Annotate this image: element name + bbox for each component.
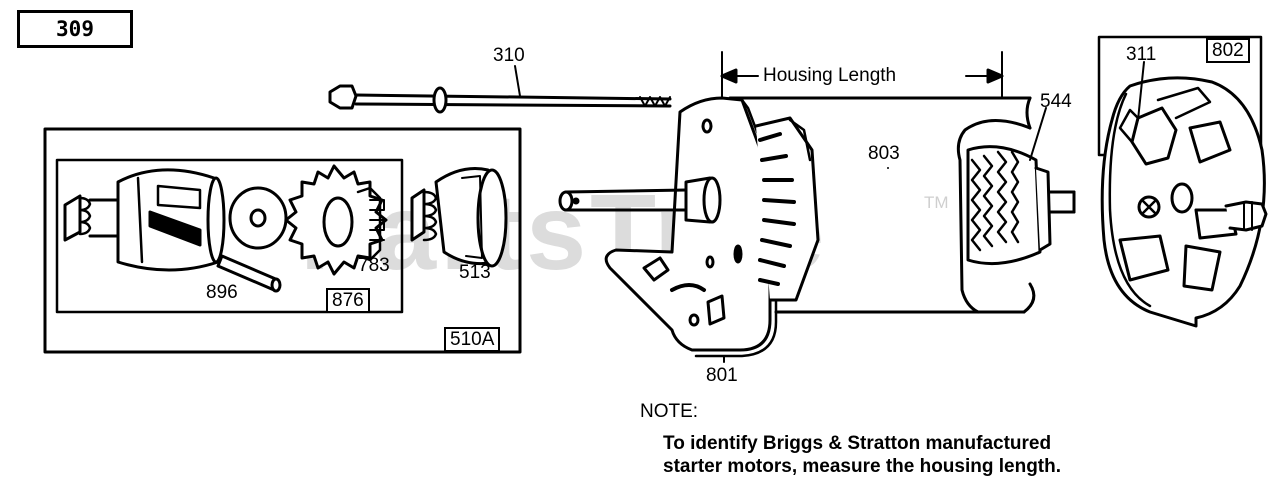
armature-windings: [754, 116, 820, 302]
note-line-1: To identify Briggs & Stratton manufactur…: [663, 433, 1052, 454]
part-label-896: 896: [206, 282, 238, 303]
part-label-513: 513: [459, 262, 491, 283]
part-label-876: 876: [326, 288, 370, 313]
end-plate-801: [604, 96, 778, 358]
part-label-310: 310: [493, 45, 525, 66]
armature-shaft: [558, 176, 722, 224]
part-label-544: 544: [1040, 91, 1072, 112]
drive-assembly-box-510a: [43, 127, 522, 354]
part-label-510a: 510A: [444, 327, 501, 352]
note-heading: NOTE:: [640, 401, 699, 422]
part-label-803: 803: [868, 143, 900, 164]
armature-544: [966, 107, 1076, 266]
trademark-mark: TM: [924, 193, 949, 212]
washer: [228, 186, 288, 250]
part-label-783: 783: [358, 255, 390, 276]
note-line-2: starter motors, measure the housing leng…: [663, 456, 1062, 477]
note-body: To identify Briggs & Stratton manufactur…: [663, 432, 1061, 478]
clutch-513: [410, 167, 508, 268]
through-bolt-310: [328, 65, 672, 114]
part-label-801: 801: [706, 365, 738, 386]
drive-kit-box-876: [55, 158, 404, 314]
housing-length-label: Housing Length: [763, 65, 897, 86]
housing-803: [728, 96, 1036, 314]
part-label-311: 311: [1126, 44, 1157, 65]
figure-number-box: 309: [17, 10, 133, 48]
part-label-802: 802: [1206, 38, 1250, 63]
pin-896: [216, 254, 282, 293]
housing-length-dimension: [720, 51, 1004, 99]
end-cap-802: [1100, 61, 1268, 328]
gear-783: [284, 164, 388, 276]
pinion-sleeve: [63, 168, 226, 272]
